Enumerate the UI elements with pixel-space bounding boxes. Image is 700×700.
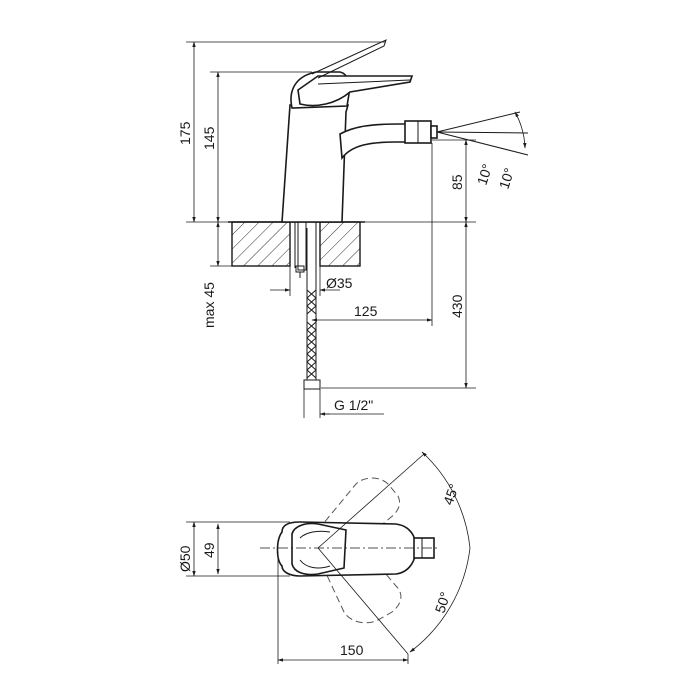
dim-hose-length bbox=[321, 221, 476, 389]
lever-angle-label-1: 45° bbox=[440, 482, 462, 507]
mounting-shank bbox=[294, 221, 317, 278]
dim-length-label: 150 bbox=[340, 642, 364, 658]
spray-angle-label-2: 10° bbox=[496, 166, 518, 191]
angle-arcs bbox=[317, 451, 471, 655]
flexible-hose bbox=[303, 228, 321, 390]
dim-hole-diameter-label: Ø35 bbox=[326, 275, 353, 291]
dim-max-deck-label: max 45 bbox=[201, 282, 217, 328]
dim-reach bbox=[311, 143, 433, 326]
dim-length bbox=[277, 552, 409, 664]
dim-total-height-label: 175 bbox=[177, 121, 193, 145]
top-body bbox=[276, 521, 435, 577]
dim-hole-diameter bbox=[270, 266, 340, 296]
spray-fan bbox=[436, 111, 529, 156]
lever-angle-label-2: 50° bbox=[432, 590, 454, 615]
side-view: 10° 10° 175 145 85 430 bbox=[177, 39, 529, 418]
dim-reach-label: 125 bbox=[354, 303, 378, 319]
dim-total-height bbox=[186, 41, 386, 223]
dim-body-width-label: 49 bbox=[201, 542, 217, 558]
dim-spout-height-label: 145 bbox=[201, 126, 217, 150]
dim-hose-length-label: 430 bbox=[449, 294, 465, 318]
dim-max-deck bbox=[210, 221, 232, 267]
lever-rotated-outline bbox=[317, 477, 402, 624]
dim-body-diameter bbox=[186, 521, 290, 577]
dim-connection-label: G 1/2" bbox=[334, 397, 373, 413]
deck-section bbox=[228, 221, 365, 267]
dim-body-diameter-label: Ø50 bbox=[177, 545, 193, 572]
dim-outlet-height-label: 85 bbox=[449, 174, 465, 190]
spray-angle-label-1: 10° bbox=[474, 162, 496, 187]
tap-body bbox=[281, 71, 438, 223]
lever-raised-outline bbox=[311, 39, 387, 79]
dim-spout-height bbox=[210, 71, 312, 223]
dim-outlet-height bbox=[365, 139, 476, 223]
dim-connection bbox=[303, 389, 384, 418]
top-view: 45° 50° Ø50 49 150 bbox=[177, 451, 471, 664]
